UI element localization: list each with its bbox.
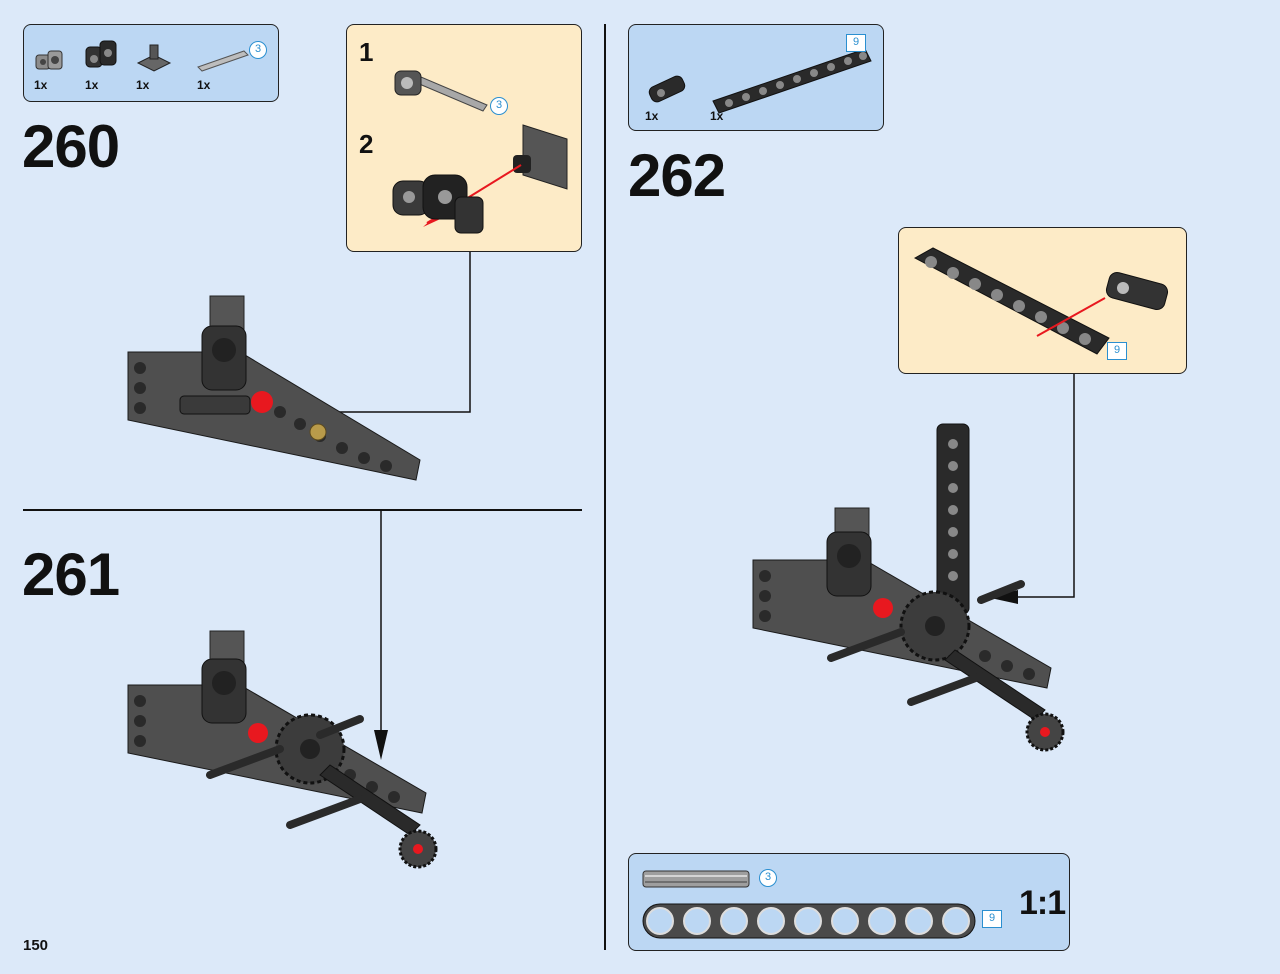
- axle-part-icon: [197, 50, 249, 72]
- beam-length-badge: 9: [1107, 342, 1127, 360]
- sub-assembly-box-260: 1 2 3: [346, 24, 582, 252]
- connector-part-icon: [35, 50, 63, 70]
- scale-reference-box: 3 9 1:1: [628, 853, 1070, 951]
- assembly-model-260: [127, 295, 421, 481]
- beam-length-badge: 9: [982, 910, 1002, 928]
- part-qty: 1x: [645, 109, 659, 123]
- axle-3-reference-icon: [642, 870, 750, 888]
- assembly-model-261: [127, 630, 438, 869]
- connector-part-icon: [648, 75, 686, 103]
- scale-label: 1:1: [1019, 884, 1066, 922]
- part-qty: 1x: [197, 78, 211, 92]
- parts-box-262: 9 1x 1x: [628, 24, 884, 131]
- axle-length-badge: 3: [490, 97, 508, 115]
- vertical-divider: [604, 24, 606, 950]
- plate-part-icon: [136, 44, 172, 72]
- step-number-262: 262: [628, 142, 726, 209]
- parts-box-260: 3 1x 1x 1x 1x: [23, 24, 279, 102]
- beam-with-connector-icon: [913, 247, 1169, 355]
- beam-9-reference-icon: [642, 903, 976, 939]
- substep-label: 2: [359, 129, 374, 159]
- page-number: 150: [23, 937, 49, 954]
- axle-connector-icon: [394, 70, 488, 112]
- part-qty: 1x: [136, 78, 150, 92]
- plate-with-pin-icon: [392, 124, 568, 234]
- horizontal-divider: [23, 509, 582, 511]
- axle-length-badge: 3: [249, 41, 267, 59]
- part-qty: 1x: [710, 109, 724, 123]
- sub-assembly-box-262: 9: [898, 227, 1187, 374]
- step-number-261: 261: [22, 541, 120, 608]
- part-qty: 1x: [34, 78, 48, 92]
- beam-length-badge: 9: [846, 34, 866, 52]
- beam-connector-part-icon: [85, 40, 117, 68]
- substep-label: 1: [359, 37, 374, 67]
- step-number-260: 260: [22, 113, 120, 180]
- part-qty: 1x: [85, 78, 99, 92]
- axle-length-badge: 3: [759, 869, 777, 887]
- beam-9-part-icon: [712, 48, 872, 114]
- assembly-model-262: [752, 423, 1065, 752]
